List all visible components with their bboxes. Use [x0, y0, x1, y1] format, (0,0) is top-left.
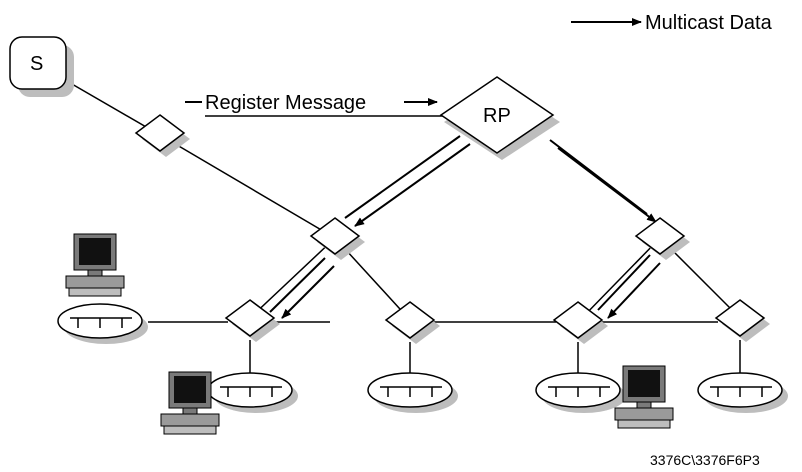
workstation-icon: [614, 365, 674, 429]
router: [714, 299, 770, 342]
lan-segment: [535, 372, 626, 413]
router: [552, 301, 608, 344]
router: [384, 301, 440, 344]
register-message: Register Message: [185, 88, 438, 114]
router: [134, 114, 190, 157]
source-node: S: [9, 36, 74, 97]
figure-id: 3376C\3376F6P3: [650, 452, 760, 468]
register-message-label: Register Message: [205, 92, 366, 114]
multicast-flow: [269, 135, 661, 319]
source-label: S: [30, 53, 43, 75]
workstation-icon: [65, 233, 125, 297]
rendezvous-point-label: RP: [483, 105, 511, 127]
rendezvous-point: RP: [439, 76, 560, 160]
router: [634, 217, 690, 260]
legend: Multicast Data: [571, 12, 773, 34]
router: [224, 299, 280, 342]
workstation-icon: [160, 371, 220, 435]
lan-segment: [367, 372, 458, 413]
legend-label: Multicast Data: [645, 12, 773, 34]
lan-segment: [57, 303, 148, 344]
router: [309, 217, 365, 260]
lan-segment: [207, 372, 298, 413]
lan-segment: [697, 372, 788, 413]
